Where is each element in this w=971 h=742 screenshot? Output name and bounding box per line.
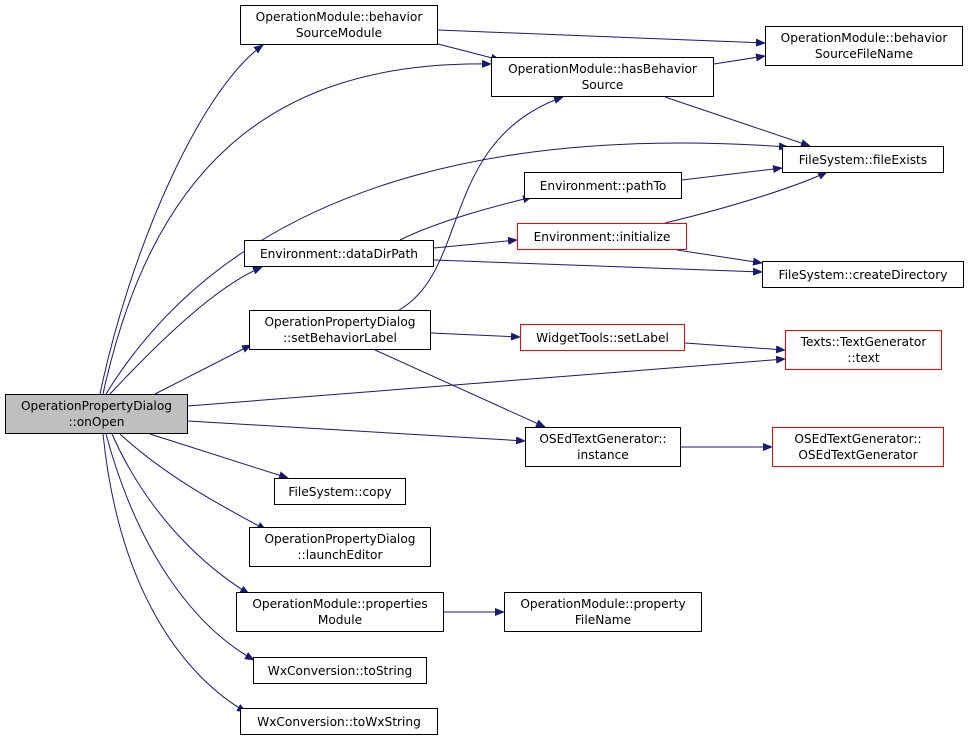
edge-om-behaviorsourcemodule-to-om-behaviorsourcefilename — [437, 29, 766, 47]
edge-env-initialize-to-fs-createdirectory — [676, 249, 763, 266]
edge-opd-setbehaviorlabel-to-osed-instance — [374, 349, 546, 428]
node-env-initialize[interactable]: Environment::initialize — [517, 223, 687, 250]
edge-onopen-to-om-behaviorsourcemodule — [99, 44, 264, 395]
node-label-line: FileSystem::copy — [288, 484, 392, 499]
node-wx-towxstring[interactable]: WxConversion::toWxString — [240, 708, 438, 735]
node-env-datadirpath[interactable]: Environment::dataDirPath — [244, 240, 434, 267]
edge-env-datadirpath-to-fs-createdirectory — [433, 259, 763, 276]
edge-env-pathto-to-fs-fileexists — [681, 165, 783, 181]
edge-om-hasbehaviorsource-to-om-behaviorsourcefilename — [713, 53, 766, 65]
node-osed-ctor[interactable]: OSEdTextGenerator::OSEdTextGenerator — [772, 427, 944, 467]
node-label-line: ::setBehaviorLabel — [283, 331, 397, 345]
edge-env-initialize-to-fs-fileexists — [664, 171, 828, 224]
node-label-line: Environment::dataDirPath — [259, 246, 419, 261]
node-label-line: OperationModule::behavior — [255, 10, 423, 24]
node-fs-fileexists[interactable]: FileSystem::fileExists — [782, 146, 944, 173]
node-label-line: OperationModule::behavior — [780, 31, 948, 45]
edge-onopen-to-fs-fileexists — [105, 142, 789, 395]
edge-onopen-to-om-hasbehaviorsource — [102, 59, 492, 395]
node-label-line: FileSystem::createDirectory — [778, 267, 948, 282]
node-wx-tostring[interactable]: WxConversion::toString — [253, 657, 427, 684]
node-label-line: OSEdTextGenerator:: — [539, 432, 667, 446]
node-osed-instance[interactable]: OSEdTextGenerator::instance — [525, 427, 681, 467]
node-opd-setbehaviorlabel[interactable]: OperationPropertyDialog::setBehaviorLabe… — [249, 310, 431, 350]
node-label-line: OperationModule::property — [520, 597, 686, 611]
node-onopen: OperationPropertyDialog::onOpen — [5, 394, 188, 434]
edge-env-datadirpath-to-env-initialize — [433, 236, 518, 249]
node-label-line: instance — [577, 448, 629, 462]
node-label-line: OperationPropertyDialog — [264, 315, 416, 329]
edge-opd-setbehaviorlabel-to-om-hasbehaviorsource — [398, 96, 564, 311]
node-label-line: FileName — [574, 613, 632, 627]
node-label-line: SourceFileName — [814, 47, 914, 61]
edge-onopen-to-wx-towxstring — [102, 433, 247, 713]
node-env-pathto[interactable]: Environment::pathTo — [524, 172, 682, 199]
edge-opd-setbehaviorlabel-to-wt-setlabel — [430, 332, 521, 341]
node-label-line: FileSystem::fileExists — [798, 152, 928, 167]
node-label-line: Environment::pathTo — [539, 178, 667, 193]
node-label-line: OperationPropertyDialog — [264, 532, 416, 546]
edge-onopen-to-opd-setbehaviorlabel — [154, 344, 252, 395]
node-label-line: OperationModule::properties — [252, 597, 428, 611]
edge-onopen-to-env-datadirpath — [109, 266, 263, 395]
edge-onopen-to-fs-copy — [149, 433, 289, 480]
node-texts-text[interactable]: Texts::TextGenerator::text — [785, 330, 942, 370]
node-fs-createdirectory[interactable]: FileSystem::createDirectory — [762, 261, 964, 288]
edge-onopen-to-osed-instance — [187, 420, 526, 445]
node-label-line: OperationModule::hasBehavior — [508, 62, 697, 76]
edge-onopen-to-opd-launcheditor — [119, 433, 267, 531]
node-label-line: Module — [317, 613, 363, 627]
node-label-line: Environment::initialize — [533, 229, 671, 244]
node-label-line: OperationPropertyDialog — [20, 399, 173, 413]
edge-om-hasbehaviorsource-to-fs-fileexists — [664, 96, 811, 147]
edge-wt-setlabel-to-texts-text — [684, 342, 786, 354]
edge-onopen-to-om-propertiesmodule — [111, 433, 250, 595]
node-label-line: ::onOpen — [68, 415, 125, 429]
node-label-line: OSEdTextGenerator — [798, 448, 918, 462]
node-label-line: WxConversion::toString — [267, 663, 413, 678]
node-opd-launcheditor[interactable]: OperationPropertyDialog::launchEditor — [249, 527, 431, 567]
node-label-line: Texts::TextGenerator — [800, 335, 927, 349]
edge-env-datadirpath-to-env-pathto — [399, 195, 533, 241]
node-label-line: ::text — [847, 351, 880, 365]
edge-onopen-to-texts-text — [187, 355, 786, 407]
node-label-line: WxConversion::toWxString — [257, 714, 421, 729]
node-label-line: OSEdTextGenerator:: — [794, 432, 922, 446]
node-label-line: Source — [581, 78, 624, 92]
node-label-line: WidgetTools::setLabel — [536, 330, 669, 345]
edge-om-behaviorsourcemodule-to-om-hasbehaviorsource — [437, 43, 501, 62]
node-wt-setlabel[interactable]: WidgetTools::setLabel — [520, 324, 685, 351]
edge-onopen-to-wx-tostring — [105, 433, 255, 661]
node-label-line: ::launchEditor — [297, 548, 383, 562]
node-label-line: SourceModule — [295, 26, 383, 40]
node-fs-copy[interactable]: FileSystem::copy — [274, 478, 406, 505]
